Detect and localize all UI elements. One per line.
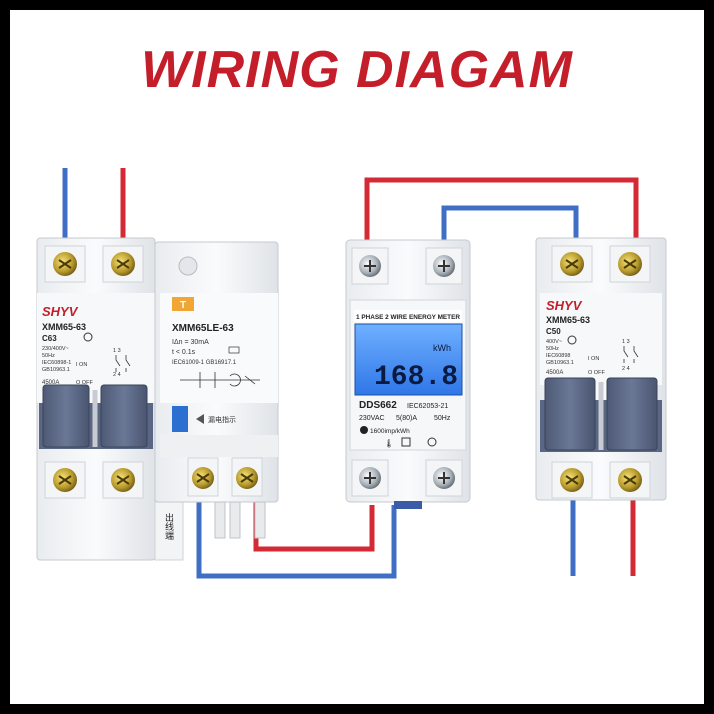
rcbo-cert-mark: [83, 332, 93, 342]
meter-to-mcb-neutral-wire: [441, 205, 579, 250]
rcbo-spec-1: 230/400V~: [42, 346, 69, 352]
meter-din-clip: [394, 501, 422, 509]
rcbo-breaker: SHYV XMM65-63 C63 230/400V~ 50Hz IEC6089…: [36, 237, 184, 561]
rcd-schematic-icon: [180, 372, 260, 388]
mcb-model: XMM65-63: [546, 315, 590, 325]
mcb-schematic-icon: [623, 346, 639, 363]
rcd-to-meter-neutral-wire: [196, 500, 397, 579]
rcd-test-button[interactable]: [172, 297, 194, 311]
meter-current: 5(80)A: [396, 415, 417, 422]
diagram-canvas: WIRING DIAGAM: [10, 10, 704, 704]
rcbo-spec-3: IEC60898-1: [42, 360, 71, 366]
rcbo-left-handle[interactable]: [42, 384, 90, 448]
rcd-output-pin-2: [229, 501, 241, 539]
mcb-rating: C50: [546, 327, 561, 336]
mcb-brand: SHYV: [546, 298, 583, 313]
rcd-output-pin-1: [214, 501, 226, 539]
rcd-model: XMM65LE-63: [172, 323, 234, 334]
rcbo-breaking-capacity: 4500A: [42, 380, 59, 386]
rcd-indicator-label: 漏电指示: [208, 415, 236, 424]
meter-thermometer-icon: 🌡: [384, 439, 394, 448]
rcbo-schematic-icon: [115, 355, 131, 372]
meter-lcd-unit: kWh: [433, 343, 451, 353]
mcb-cert-mark: [567, 335, 577, 345]
rcbo-spec-2: 50Hz: [42, 353, 55, 359]
rcd-test-button-label: T: [180, 300, 186, 311]
rcd-test-hole: [178, 256, 198, 276]
meter-pulse-led-icon: [360, 426, 368, 434]
mcb-breaker: SHYV XMM65-63 C50 400V~ 50Hz IEC60898 GB…: [535, 237, 667, 501]
mcb-off-label: O OFF: [588, 370, 605, 376]
mcb-breaking-capacity: 4500A: [546, 370, 563, 376]
rcd-sensitivity: IΔn = 30mA: [172, 339, 209, 346]
mcb-spec-4: GB10963.1: [546, 360, 574, 366]
rcd-module: T XMM65LE-63 IΔn = 30mA t < 0.1s IEC6100…: [154, 241, 279, 539]
rcd-to-meter-live-wire: [253, 500, 375, 552]
rcbo-on-label: I ON: [76, 362, 87, 368]
rcbo-brand: SHYV: [42, 304, 79, 319]
rcbo-off-label: O OFF: [76, 380, 93, 386]
rcbo-model: XMM65-63: [42, 322, 86, 332]
meter-impulse: 1600imp/kWh: [370, 428, 410, 435]
rcd-indicator-arrow-icon: [196, 414, 204, 424]
rcbo-spec-4: GB10963.1: [42, 367, 70, 373]
mcb-left-handle[interactable]: [544, 377, 596, 451]
mcb-spec-2: 50Hz: [546, 346, 559, 352]
meter-lcd-reading: 168.8: [374, 362, 458, 393]
rcd-indicator-window: [172, 406, 188, 432]
rcbo-rating: C63: [42, 334, 57, 343]
meter-info-icon: [427, 437, 437, 447]
rcbo-schematic-top: 1 3: [113, 348, 121, 354]
rcbo-right-handle[interactable]: [100, 384, 148, 448]
mcb-spec-3: IEC60898: [546, 353, 570, 359]
meter-to-mcb-live-wire: [364, 177, 639, 250]
rcd-output-pin-3: [254, 501, 266, 539]
meter-voltage: 230VAC: [359, 415, 385, 422]
rcbo-schematic-bottom: 2 4: [113, 372, 121, 378]
meter-lcd-screen: [354, 323, 463, 396]
rcd-trip-time: t < 0.1s: [172, 349, 196, 356]
meter-model: DDS662: [359, 400, 397, 411]
mcb-on-label: I ON: [588, 356, 599, 362]
rcd-cert-mark: [228, 346, 240, 354]
wiring-diagram: SHYV XMM65-63 C63 230/400V~ 50Hz IEC6089…: [36, 168, 667, 579]
mcb-schematic-top: 1 3: [622, 339, 630, 345]
energy-meter: 1 PHASE 2 WIRE ENERGY METER kWh 168.8 DD…: [345, 239, 471, 509]
diagram-title: WIRING DIAGAM: [141, 41, 573, 99]
mcb-spec-1: 400V~: [546, 339, 562, 345]
mcb-right-handle[interactable]: [606, 377, 658, 451]
mcb-schematic-bottom: 2 4: [622, 366, 630, 372]
meter-frequency: 50Hz: [434, 415, 451, 422]
rcd-standards: IEC61009-1 GB16917.1: [172, 360, 237, 366]
meter-header: 1 PHASE 2 WIRE ENERGY METER: [356, 314, 460, 321]
meter-standard: IEC62053-21: [407, 403, 448, 410]
rcbo-side-label: 出线端: [164, 512, 174, 541]
meter-square-icon: [401, 437, 411, 447]
